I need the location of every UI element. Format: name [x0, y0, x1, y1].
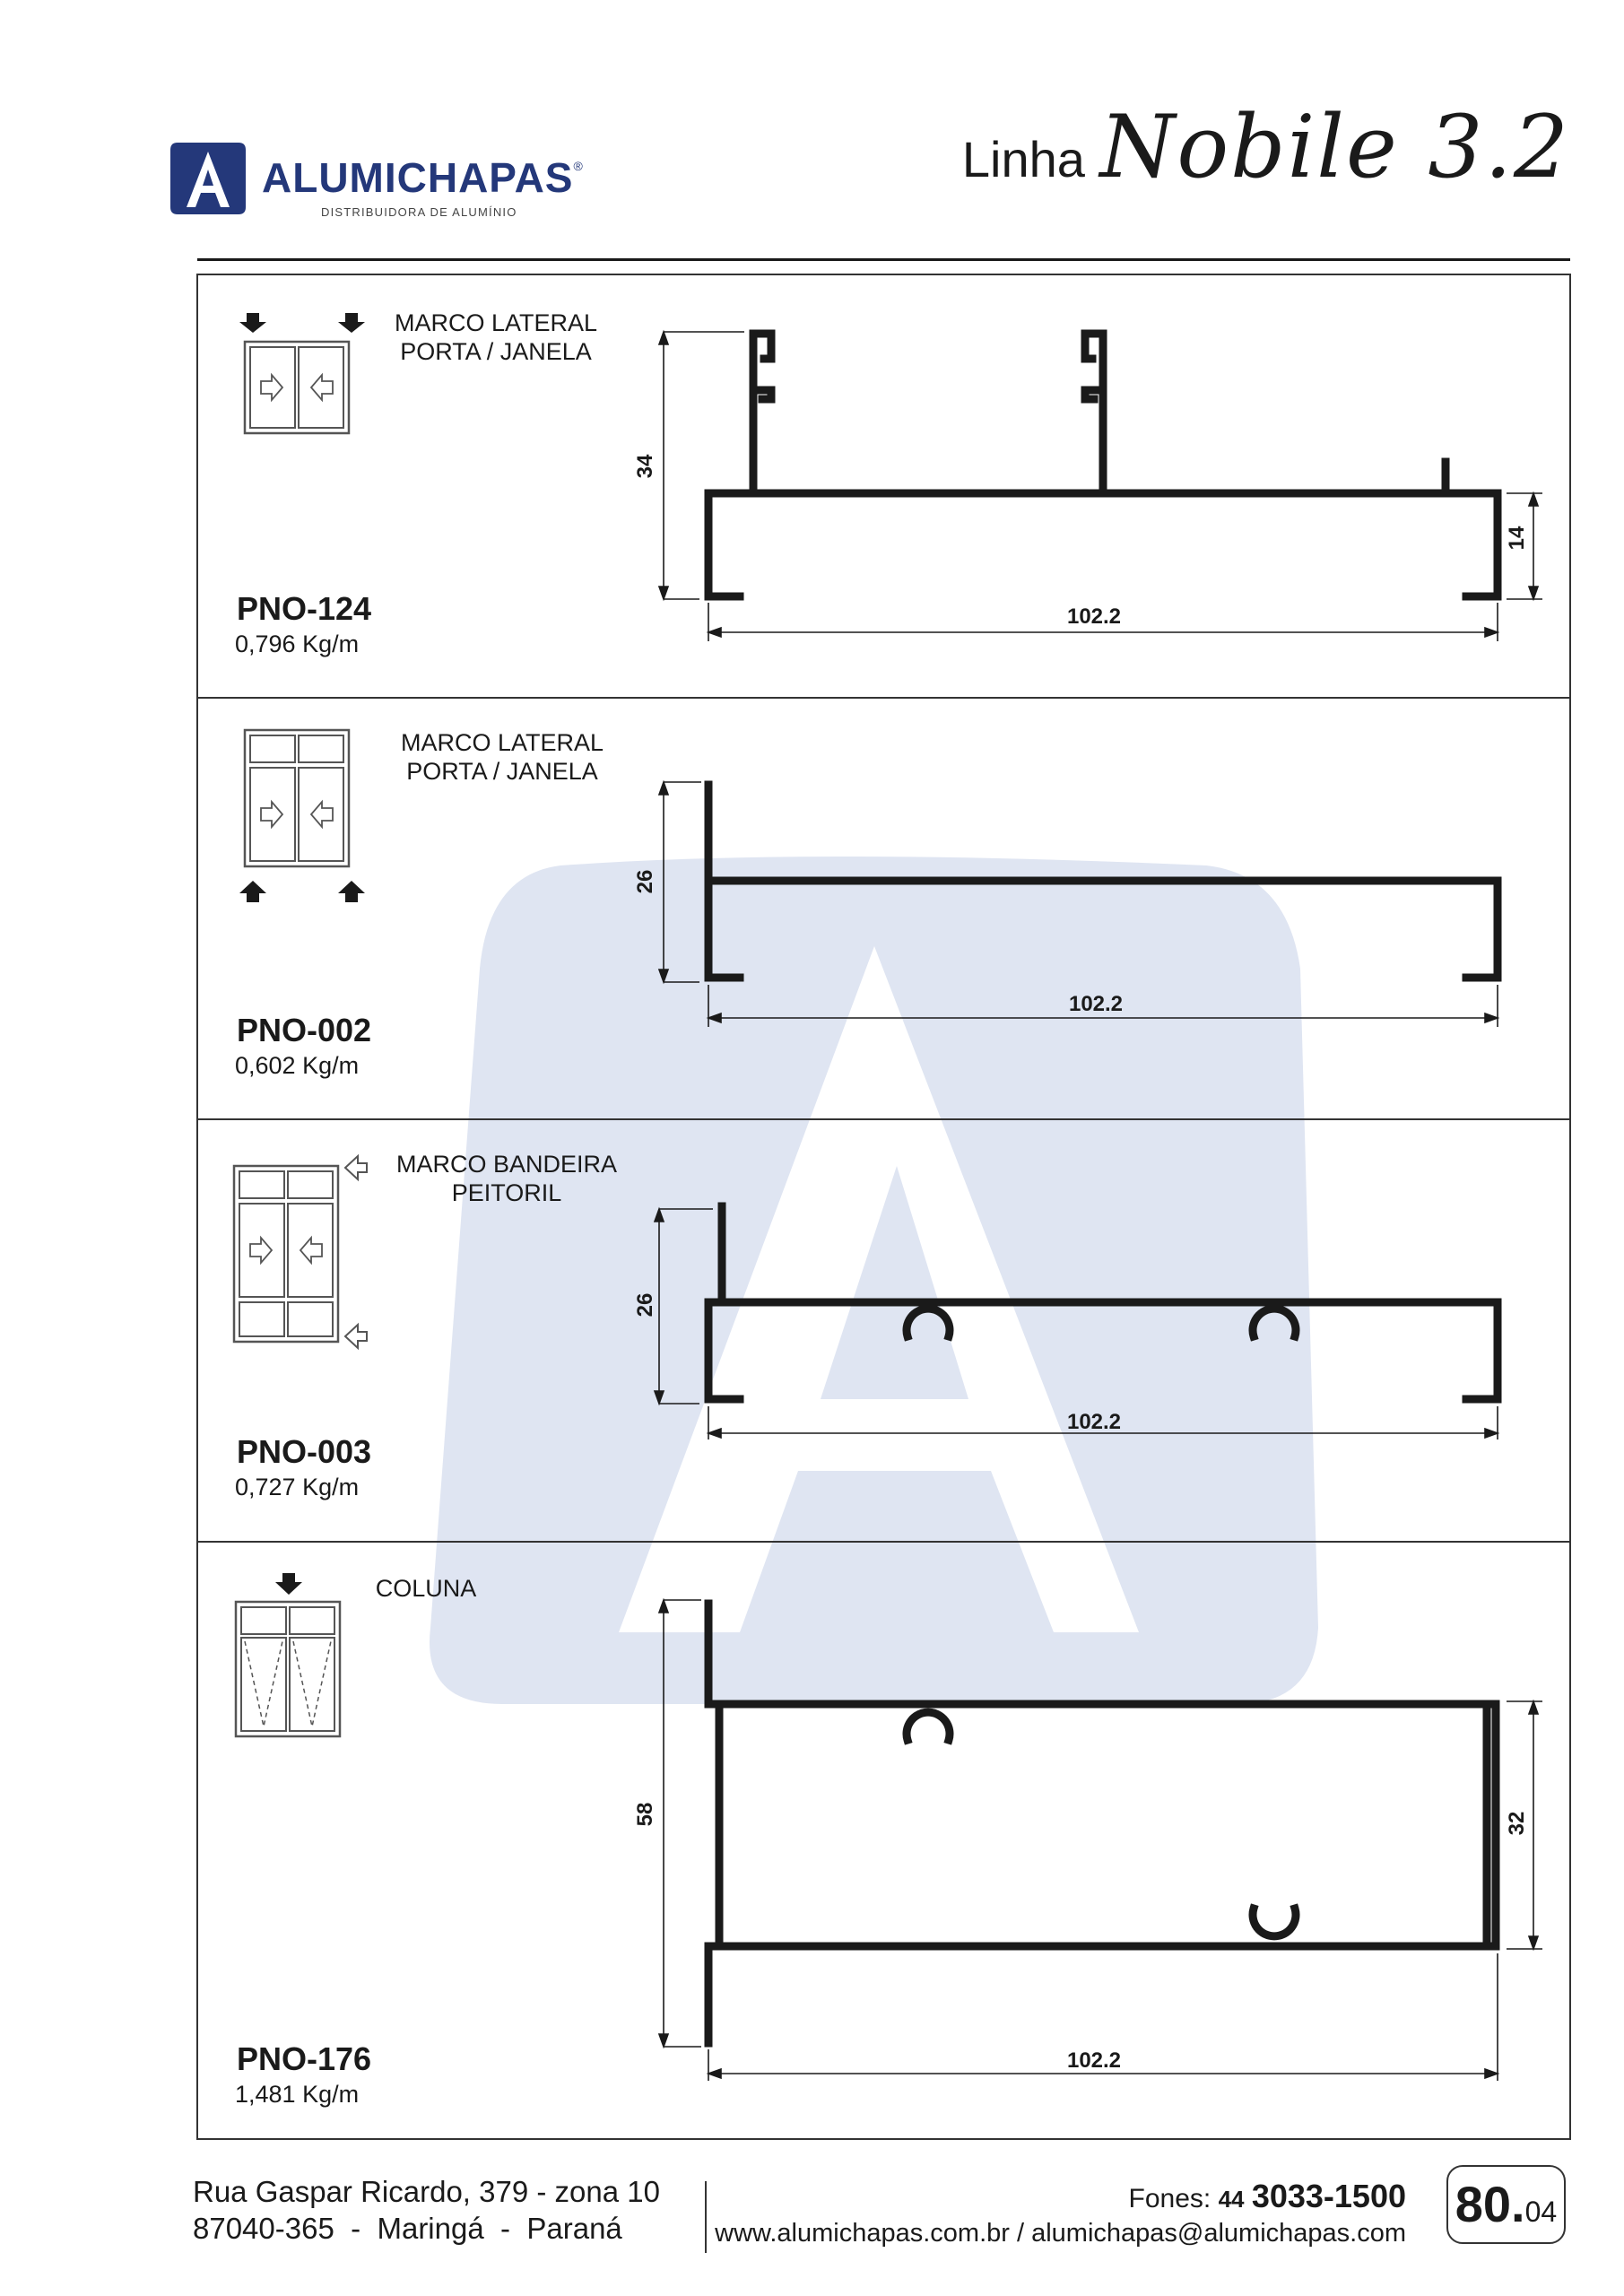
- dimension-height: 26: [633, 869, 657, 894]
- profile-code: PNO-124: [237, 590, 372, 627]
- product-line-title: Linha Nobile 3.2: [962, 97, 1570, 197]
- arrow-left-icon: [343, 1153, 368, 1182]
- dimension-height: 34: [633, 454, 657, 479]
- dimension-height: 58: [633, 1802, 657, 1827]
- arrow-down-icon: [338, 313, 365, 333]
- dimension-aux: 14: [1505, 526, 1529, 551]
- arrow-up-icon: [338, 881, 365, 902]
- company-logo: ALUMICHAPAS® DISTRIBUIDORA DE ALUMÍNIO: [169, 139, 590, 229]
- window-sliding-transom-icon: [239, 728, 365, 902]
- arrow-left-icon: [343, 1322, 368, 1351]
- row-divider: [196, 1118, 1571, 1120]
- address-line-2: 87040-365 - Maringá - Paraná: [193, 2212, 622, 2245]
- catalogue-frame: [196, 274, 1571, 2140]
- brand-tagline: DISTRIBUIDORA DE ALUMÍNIO: [321, 205, 517, 219]
- brand-name: ALUMICHAPAS®: [262, 154, 584, 201]
- profile-drawing-pno-176: [657, 1597, 1542, 2081]
- profile-weight: 0,727 Kg/m: [235, 1474, 360, 1500]
- dimension-width: 102.2: [1068, 992, 1124, 1016]
- window-transom-sill-icon: [232, 1153, 368, 1351]
- profile-weight: 1,481 Kg/m: [235, 2081, 360, 2108]
- alumichapas-logo-icon: [170, 143, 246, 214]
- profile-code: PNO-176: [237, 2040, 372, 2077]
- row-divider: [196, 1541, 1571, 1543]
- website-email[interactable]: www.alumichapas.com.br / alumichapas@alu…: [715, 2219, 1406, 2248]
- arrow-up-icon: [239, 881, 266, 902]
- header-rule: [197, 258, 1570, 261]
- profile-label: COLUNA: [375, 1575, 477, 1602]
- profile-drawing-pno-002: [657, 779, 1502, 1027]
- phone-numbers: Fones: 44 3033-1500: [1128, 2178, 1407, 2214]
- window-column-icon: [234, 1573, 342, 1738]
- profile-drawing-pno-003: [653, 1202, 1502, 1439]
- dimension-width: 102.2: [1066, 1410, 1122, 1434]
- profile-code: PNO-003: [237, 1433, 372, 1470]
- row-divider: [196, 697, 1571, 699]
- line-prefix: Linha: [961, 131, 1085, 187]
- arrow-down-icon: [275, 1573, 302, 1595]
- page-number: 80.04: [1446, 2165, 1566, 2244]
- arrow-down-icon: [239, 313, 266, 333]
- profile-drawing-pno-124: [657, 329, 1542, 641]
- dimension-height: 26: [633, 1292, 657, 1318]
- dimension-width: 102.2: [1066, 2048, 1122, 2073]
- dimension-aux: 32: [1505, 1811, 1529, 1836]
- profile-weight: 0,602 Kg/m: [235, 1052, 360, 1079]
- address-line-1: Rua Gaspar Ricardo, 379 - zona 10: [193, 2175, 660, 2208]
- dimension-width: 102.2: [1066, 604, 1122, 629]
- footer-divider: [705, 2181, 707, 2253]
- line-name: Nobile 3.2: [1099, 97, 1570, 197]
- profile-weight: 0,796 Kg/m: [235, 631, 360, 657]
- profile-code: PNO-002: [237, 1012, 372, 1048]
- window-sliding-icon: [239, 313, 365, 435]
